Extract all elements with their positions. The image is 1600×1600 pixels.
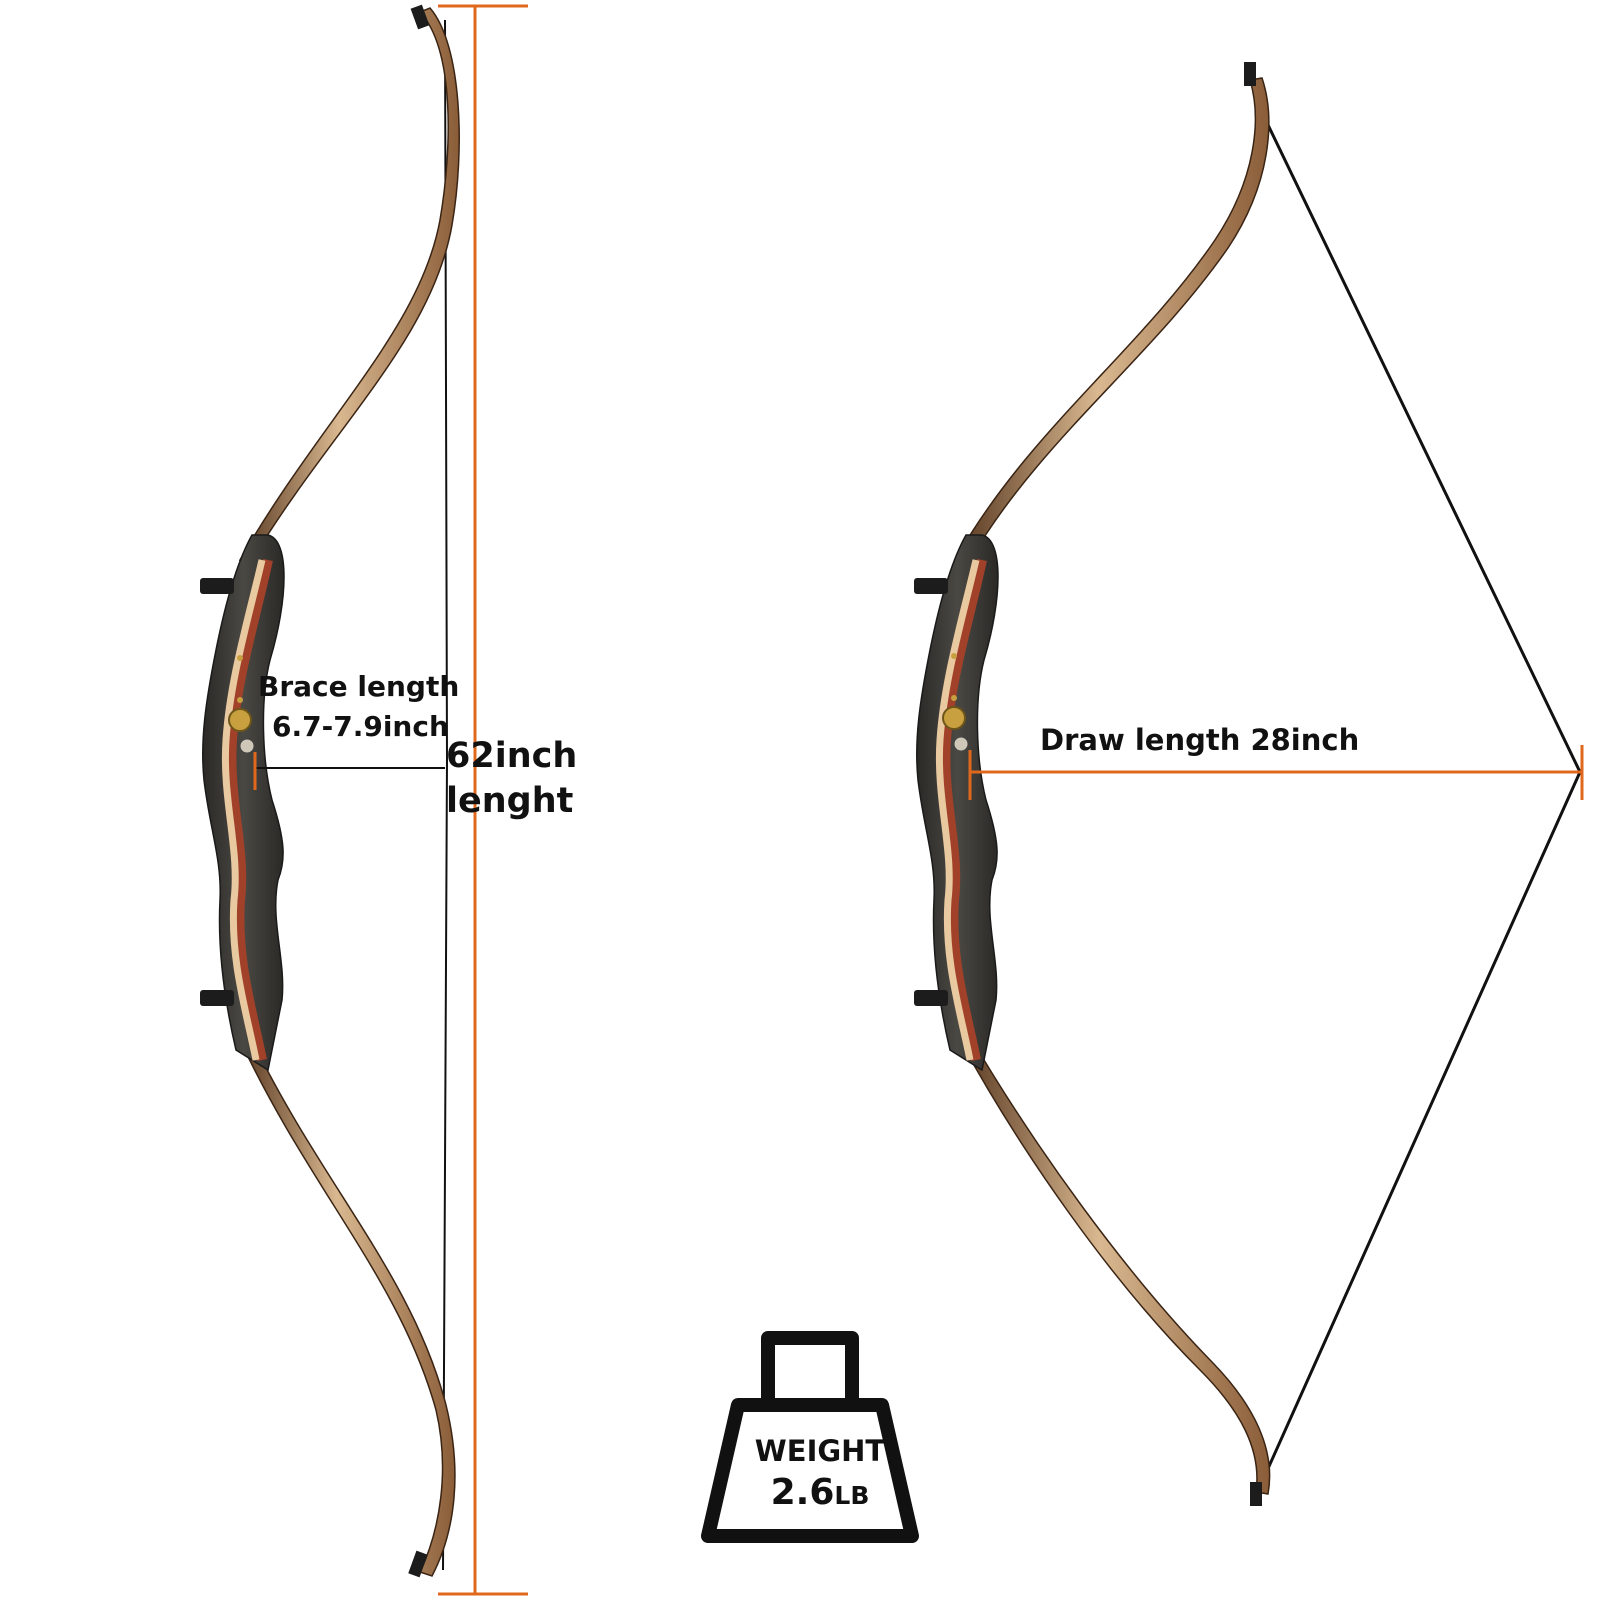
lower-limb-right — [958, 1039, 1271, 1495]
length-measure — [438, 4, 528, 1596]
brace-length-label: Brace length — [258, 670, 460, 703]
lower-tip-right — [1250, 1482, 1262, 1506]
weight-unit: LB — [834, 1481, 870, 1510]
lower-tip-left — [408, 1550, 428, 1578]
upper-tip-right — [1244, 62, 1256, 86]
riser-right — [916, 534, 999, 1072]
recurve-bow-braced — [200, 4, 460, 1578]
brace-height-marker — [253, 752, 445, 790]
riser-stripe-right — [940, 558, 987, 1061]
medallion-right — [942, 706, 966, 730]
length-value: 62inch — [446, 736, 578, 776]
limb-bolt-upper-left — [200, 578, 234, 594]
draw-length-label: Draw length 28inch — [1040, 723, 1360, 757]
riser-left — [202, 534, 285, 1072]
brace-length-value: 6.7-7.9inch — [272, 710, 449, 743]
limb-bolt-lower-left — [200, 990, 234, 1006]
lower-limb-left — [238, 1039, 456, 1577]
arrow-rest-right — [953, 736, 969, 752]
weight-number: 2.6 — [770, 1472, 835, 1513]
limb-bolt-lower-right — [914, 990, 948, 1006]
length-label: lenght — [446, 781, 574, 821]
bushing-left — [237, 655, 243, 661]
riser-laminate-right — [935, 559, 980, 1061]
limb-bolt-upper-right — [914, 578, 948, 594]
medallion-left — [228, 708, 252, 732]
riser-laminate-left — [221, 559, 266, 1061]
riser-stripe-left — [226, 558, 273, 1061]
weight-label: WEIGHT — [754, 1434, 886, 1468]
upper-tip-left — [410, 4, 430, 30]
upper-limb-left — [238, 7, 460, 561]
bushing-right — [951, 653, 957, 659]
upper-limb-right — [956, 77, 1270, 561]
bow-string-left — [442, 19, 449, 1571]
bushing-right-2 — [951, 695, 957, 701]
bushing-left-2 — [237, 697, 243, 703]
weight-icon — [701, 1331, 919, 1543]
draw-length-marker — [968, 745, 1584, 800]
bow-string-right — [1254, 99, 1582, 1483]
recurve-bow-drawn — [914, 62, 1582, 1506]
arrow-rest-left — [239, 738, 255, 754]
weight-value: 2.6LB — [700, 1472, 940, 1513]
